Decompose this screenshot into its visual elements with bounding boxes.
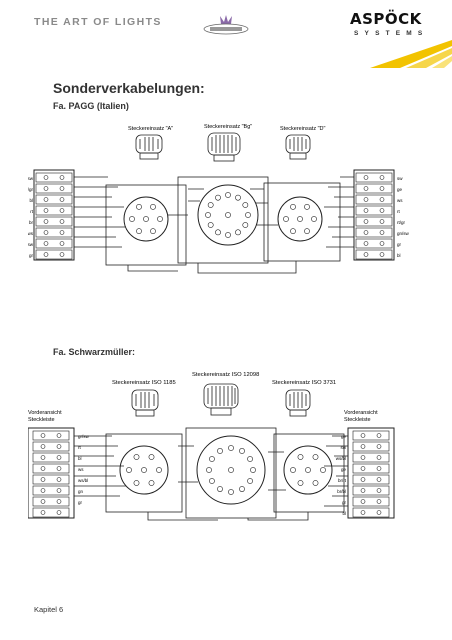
socket-iso12098-icon [196, 435, 266, 505]
wire-color-label: bl [397, 253, 401, 258]
brand-tagline: THE ART OF LIGHTS [34, 16, 162, 28]
connector-a-label: Steckereinsatz "A" [128, 126, 173, 132]
page-heading: Sonderverkabelungen: [53, 80, 205, 96]
socket-iso3731-icon [283, 445, 333, 495]
plug-insert-c-icon [285, 134, 311, 160]
wiring-lines [74, 427, 348, 521]
wire-color-label: sw [28, 242, 34, 247]
plug-insert-iso1185-icon [131, 389, 159, 417]
wire-color-label: sw [397, 176, 403, 181]
section-title-pagg: Fa. PAGG (Italien) [53, 101, 129, 111]
wire-color-label: gr [78, 500, 83, 505]
left-terminal-strip [33, 169, 75, 261]
wire-color-label: bl [78, 456, 82, 461]
wire-color-label: bl [342, 511, 346, 516]
front-view-right-label: Vorderansicht [344, 410, 378, 416]
section-title-schwarzmueller: Fa. Schwarzmüller: [53, 347, 136, 357]
strip-left-label: Steckleiste [28, 417, 55, 423]
socket-b-icon [197, 184, 259, 246]
wire-color-label: rt/gr [397, 220, 406, 225]
logo-sub: SYSTEMS [354, 30, 429, 37]
wire-color-label: rt/gr [28, 187, 33, 192]
plug-insert-iso12098-icon [203, 383, 239, 416]
wire-color-label: gr [29, 253, 34, 258]
plug-insert-iso3731-icon [285, 389, 311, 417]
wire-color-label: ws [78, 467, 84, 472]
logo-name: ASPÖCK [350, 10, 422, 28]
wiring-diagram-pagg: Steckereinsatz "A" Steckereinsatz "Bg" S… [28, 124, 410, 274]
wire-color-label: ws/bl [78, 478, 88, 483]
wire-color-label: ws/bl [336, 456, 346, 461]
right-terminal-strip [353, 169, 395, 261]
right-terminal-strip [347, 427, 395, 519]
connector-c-label: Steckereinsatz "D" [280, 126, 326, 132]
wire-color-label: br/bl [337, 489, 346, 494]
wire-color-label: ge [397, 187, 403, 192]
wire-color-label: gn [78, 489, 84, 494]
certification-seal [198, 12, 254, 48]
plug-insert-b-icon [207, 132, 241, 162]
wire-color-label: rt [397, 209, 400, 214]
connector-iso12098-label: Steckereinsatz ISO 12098 [192, 372, 259, 378]
wire-color-label: rt [78, 445, 81, 450]
socket-a-icon [123, 196, 169, 242]
wiring-lines [74, 176, 354, 274]
wiring-diagram-schwarzmueller: Steckereinsatz ISO 1185 Steckereinsatz I… [28, 372, 395, 521]
logo-light-rays-icon [370, 40, 452, 68]
wire-color-label: gr/sw [78, 434, 90, 439]
wire-color-label: gn/sw [397, 231, 410, 236]
wire-color-label: bl [29, 198, 33, 203]
wire-color-label: ws [397, 198, 403, 203]
strip-right-label: Steckleiste [344, 417, 371, 423]
wire-color-label: gr [397, 242, 402, 247]
aspoeck-logo: ASPÖCK SYSTEMS [340, 10, 452, 68]
wire-color-label: br [29, 220, 34, 225]
plug-insert-a-icon [135, 134, 163, 160]
connector-b-label: Steckereinsatz "Bg" [204, 124, 252, 130]
connector-iso1185-label: Steckereinsatz ISO 1185 [112, 380, 176, 386]
wire-color-label: ws [28, 231, 34, 236]
certification-seal-icon [203, 15, 249, 35]
front-view-left-label: Vorderansicht [28, 410, 62, 416]
socket-iso1185-icon [119, 445, 169, 495]
page-footer: Kapitel 6 [34, 605, 64, 614]
wire-color-label: br/rt [338, 478, 347, 483]
wire-color-label: gn/sw [28, 176, 34, 181]
wire-color-label: rt [30, 209, 33, 214]
connector-iso3731-label: Steckereinsatz ISO 3731 [272, 380, 336, 386]
left-terminal-strip [28, 427, 75, 519]
socket-c-icon [277, 196, 323, 242]
